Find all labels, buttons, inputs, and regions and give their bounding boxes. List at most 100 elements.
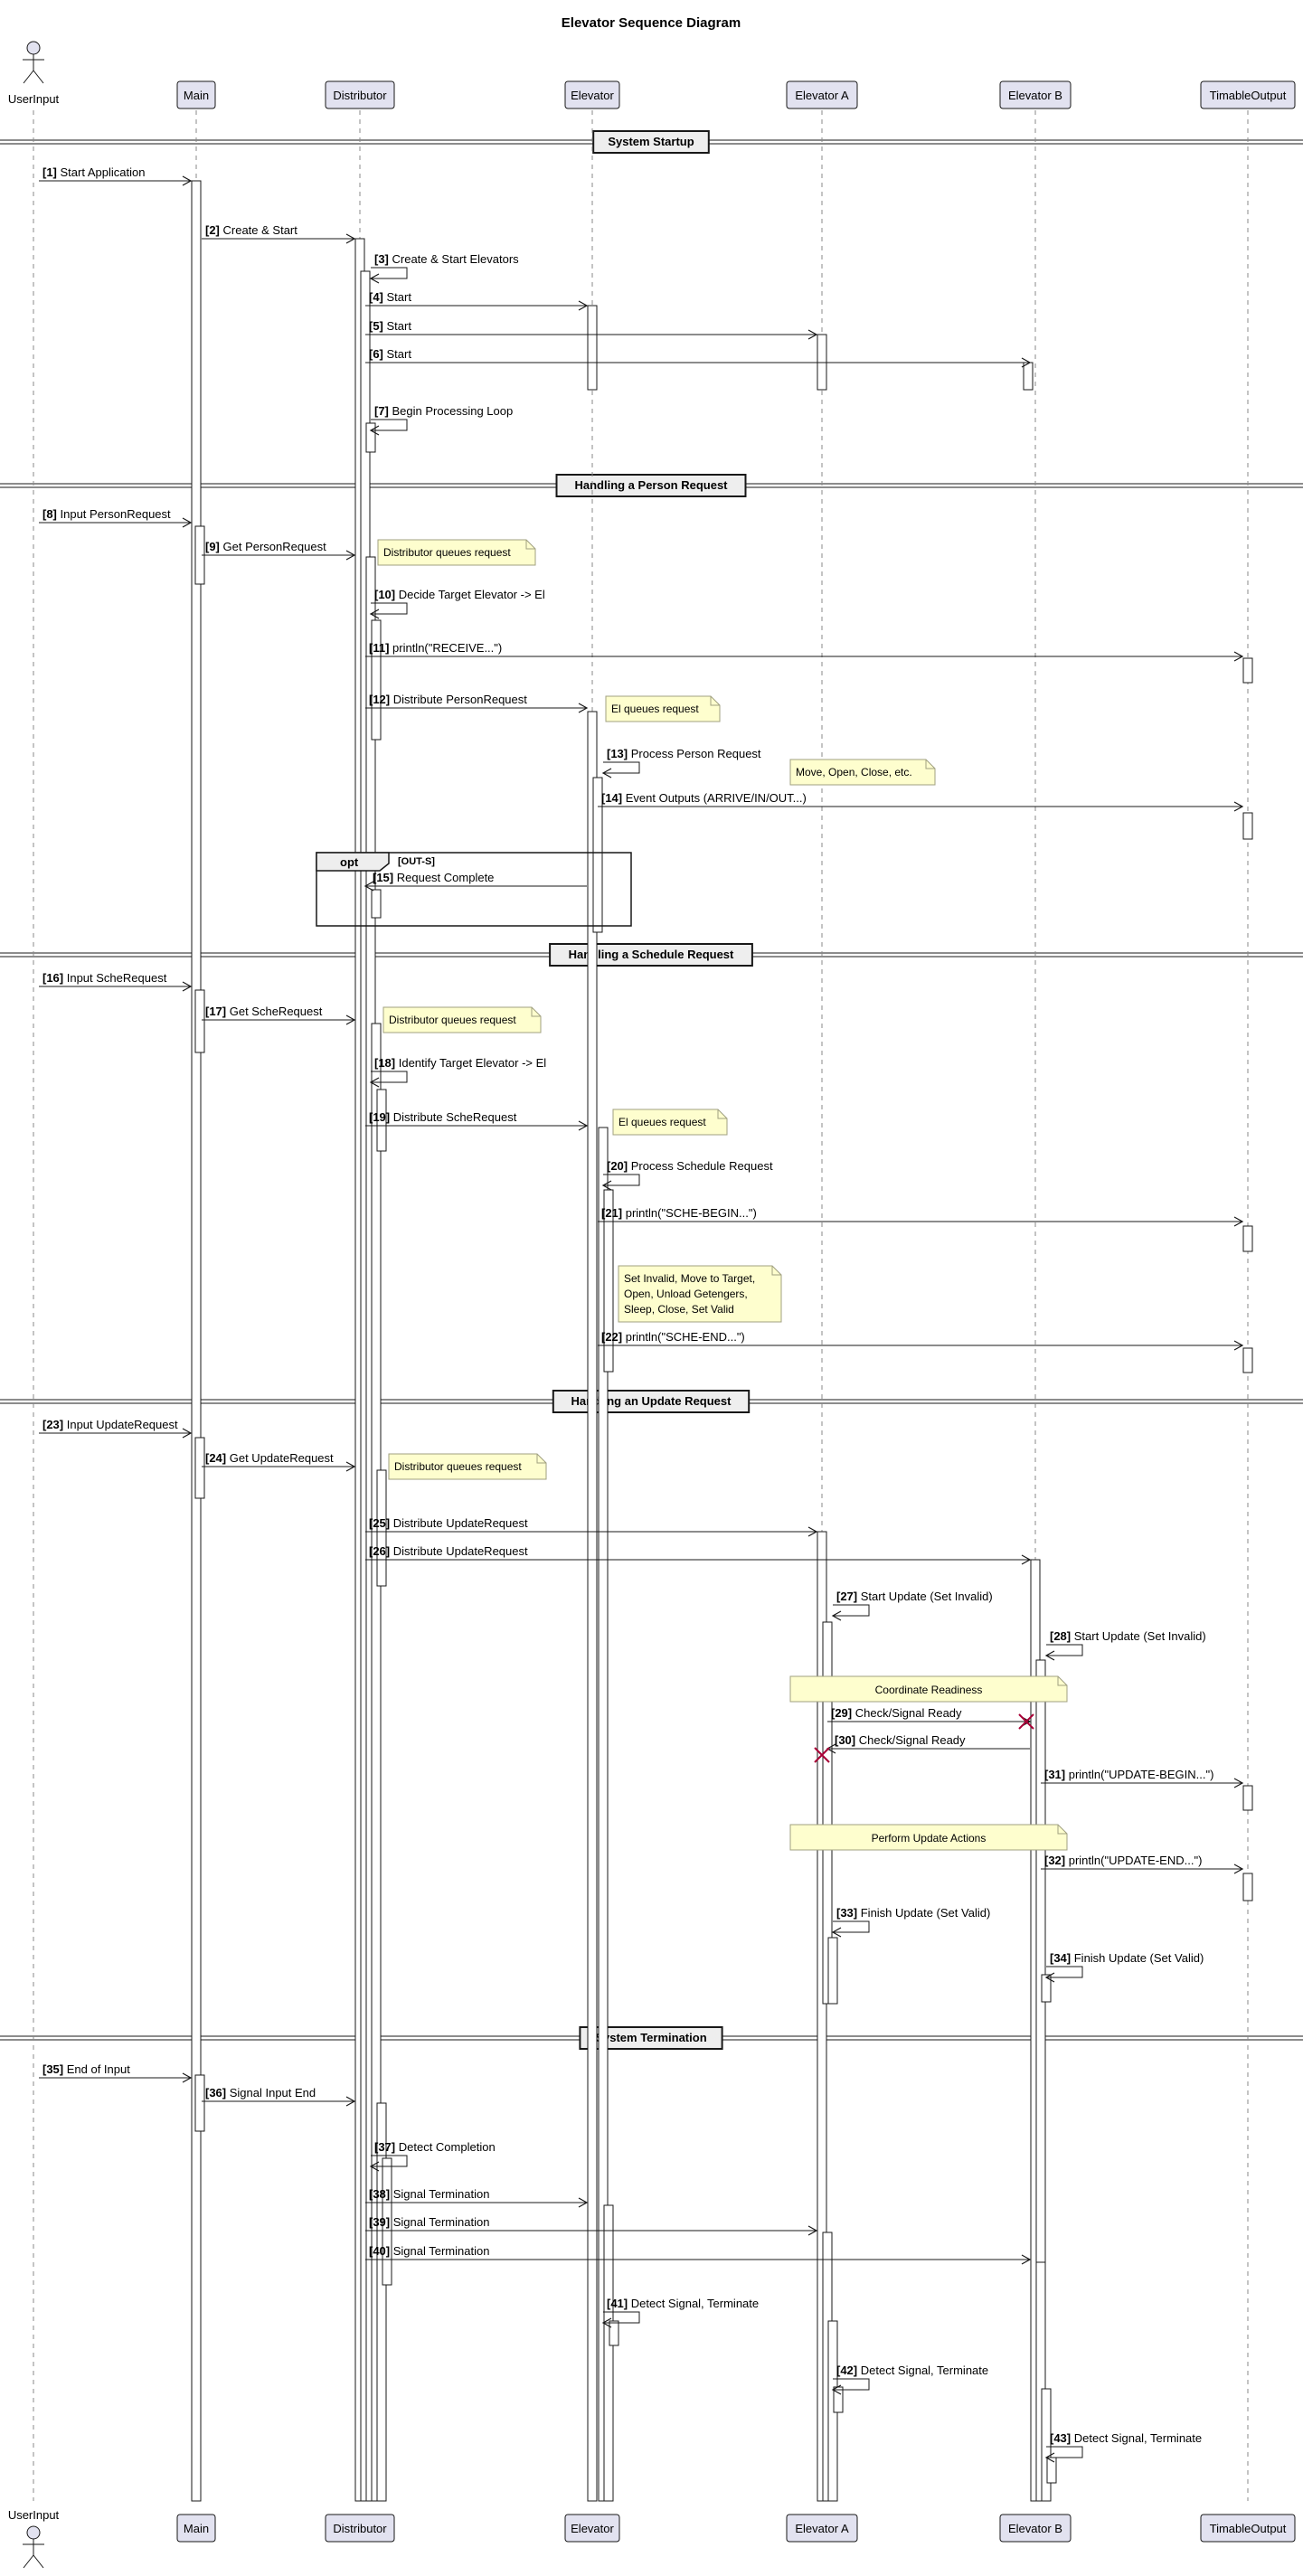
message-number: [39] — [369, 2215, 390, 2229]
message-number: [28] — [1050, 1629, 1071, 1643]
message-text: Start — [383, 347, 411, 361]
message-label: [5] Start — [369, 319, 411, 333]
message-text: println("UPDATE-BEGIN...") — [1065, 1768, 1213, 1781]
activation-bar — [1242, 1785, 1253, 1811]
message-label: [43] Detect Signal, Terminate — [1050, 2431, 1202, 2445]
message-text: println("SCHE-END...") — [622, 1330, 745, 1344]
activation-bar — [592, 777, 603, 933]
message-text: println("UPDATE-END...") — [1065, 1854, 1202, 1867]
participant-box-main — [176, 80, 216, 109]
activation-bar — [1242, 1873, 1253, 1901]
message-label: [25] Distribute UpdateRequest — [369, 1516, 528, 1530]
note-box — [789, 1675, 1068, 1703]
activation-bar — [194, 989, 205, 1053]
arrow-head — [1044, 2452, 1055, 2463]
message-text: Input UpdateRequest — [63, 1418, 178, 1431]
message-label: [16] Input ScheRequest — [42, 971, 167, 985]
activations-layer — [191, 180, 1253, 2502]
note-text: Open, Unload Getengers, — [624, 1288, 748, 1300]
message-text: Signal Termination — [390, 2215, 489, 2229]
message-text: Start Update (Set Invalid) — [857, 1590, 993, 1603]
section-label: Handling an Update Request — [571, 1394, 732, 1408]
message-label: [29] Check/Signal Ready — [831, 1706, 962, 1720]
arrow-head — [369, 1077, 380, 1088]
message-text: Detect Signal, Terminate — [1071, 2431, 1202, 2445]
destroy-mark — [1018, 1713, 1034, 1730]
message-label: [27] Start Update (Set Invalid) — [836, 1590, 993, 1603]
section-label: System Termination — [595, 2031, 706, 2044]
participant-label: TimableOutput — [1210, 2522, 1287, 2535]
arrow-head — [345, 1014, 356, 1025]
message-number: [17] — [205, 1005, 226, 1018]
message-label: [17] Get ScheRequest — [205, 1005, 323, 1018]
message-number: [6] — [369, 347, 383, 361]
note-text: Perform Update Actions — [872, 1832, 987, 1845]
diagram-title: Elevator Sequence Diagram — [562, 15, 741, 31]
note-fold — [1057, 1825, 1067, 1835]
message-text: Signal Termination — [390, 2244, 489, 2258]
message-label: [19] Distribute ScheRequest — [369, 1110, 517, 1124]
activation-bar — [1242, 1347, 1253, 1373]
message-number: [23] — [42, 1418, 63, 1431]
message-number: [36] — [205, 2086, 226, 2099]
activation-bar — [194, 1437, 205, 1499]
message-label: [18] Identify Target Elevator -> El — [374, 1056, 546, 1070]
message-number: [33] — [836, 1906, 857, 1920]
activation-bar — [371, 889, 382, 919]
participant-box-dist — [325, 80, 395, 109]
participant-label: Main — [184, 2522, 209, 2535]
message-number: [2] — [205, 223, 220, 237]
note-box — [605, 695, 721, 722]
message-number: [20] — [607, 1159, 628, 1173]
arrow-head — [1021, 2254, 1032, 2265]
message-label: [42] Detect Signal, Terminate — [836, 2364, 988, 2377]
message-text: Request Complete — [393, 871, 494, 884]
message-text: Check/Signal Ready — [855, 1733, 966, 1747]
note-text: El queues request — [611, 703, 699, 715]
activation-bar — [1041, 2388, 1052, 2502]
message-label: [28] Start Update (Set Invalid) — [1050, 1629, 1206, 1643]
participant-label: Elevator A — [795, 2522, 849, 2535]
arrow-head — [1233, 801, 1244, 812]
note-box — [377, 539, 536, 566]
note-box — [789, 759, 936, 786]
participant-label: UserInput — [8, 2508, 60, 2522]
arrow-head — [369, 273, 380, 284]
message-text: Signal Termination — [390, 2187, 489, 2201]
message-label: [35] End of Input — [42, 2062, 130, 2076]
activation-bar — [603, 2204, 614, 2502]
message-number: [22] — [601, 1330, 622, 1344]
message-text: Event Outputs (ARRIVE/IN/OUT...) — [622, 791, 807, 805]
participant-box-eb — [999, 2514, 1072, 2543]
message-text: Finish Update (Set Valid) — [1071, 1951, 1204, 1965]
message-number: [8] — [42, 507, 57, 521]
section-label: Handling a Schedule Request — [569, 948, 734, 961]
arrow-head — [1233, 1778, 1244, 1788]
self-message-dist — [371, 267, 408, 279]
message-label: [8] Input PersonRequest — [42, 507, 171, 521]
message-number: [35] — [42, 2062, 63, 2076]
activation-bar — [376, 1089, 387, 1152]
message-text: Distribute PersonRequest — [390, 693, 527, 706]
participant-label: Elevator — [571, 89, 614, 102]
message-label: [36] Signal Input End — [205, 2086, 316, 2099]
arrow-head — [364, 881, 374, 892]
self-message-dist — [371, 2155, 408, 2167]
arrow-head — [578, 703, 589, 713]
message-label: [41] Detect Signal, Terminate — [607, 2297, 759, 2310]
opt-fragment-tab — [316, 852, 390, 872]
actor-head — [26, 41, 41, 55]
message-number: [41] — [607, 2297, 628, 2310]
note-fold — [536, 1454, 546, 1464]
participant-label: Distributor — [333, 2522, 387, 2535]
activation-bar — [382, 2157, 392, 2286]
participant-box-elev — [564, 2514, 620, 2543]
arrow-head — [182, 175, 193, 186]
message-text: Create & Start Elevators — [389, 252, 519, 266]
participant-box-out — [1200, 80, 1296, 109]
note-box — [612, 1109, 728, 1136]
activation-bar — [1242, 812, 1253, 840]
note-text: Distributor queues request — [394, 1460, 522, 1473]
